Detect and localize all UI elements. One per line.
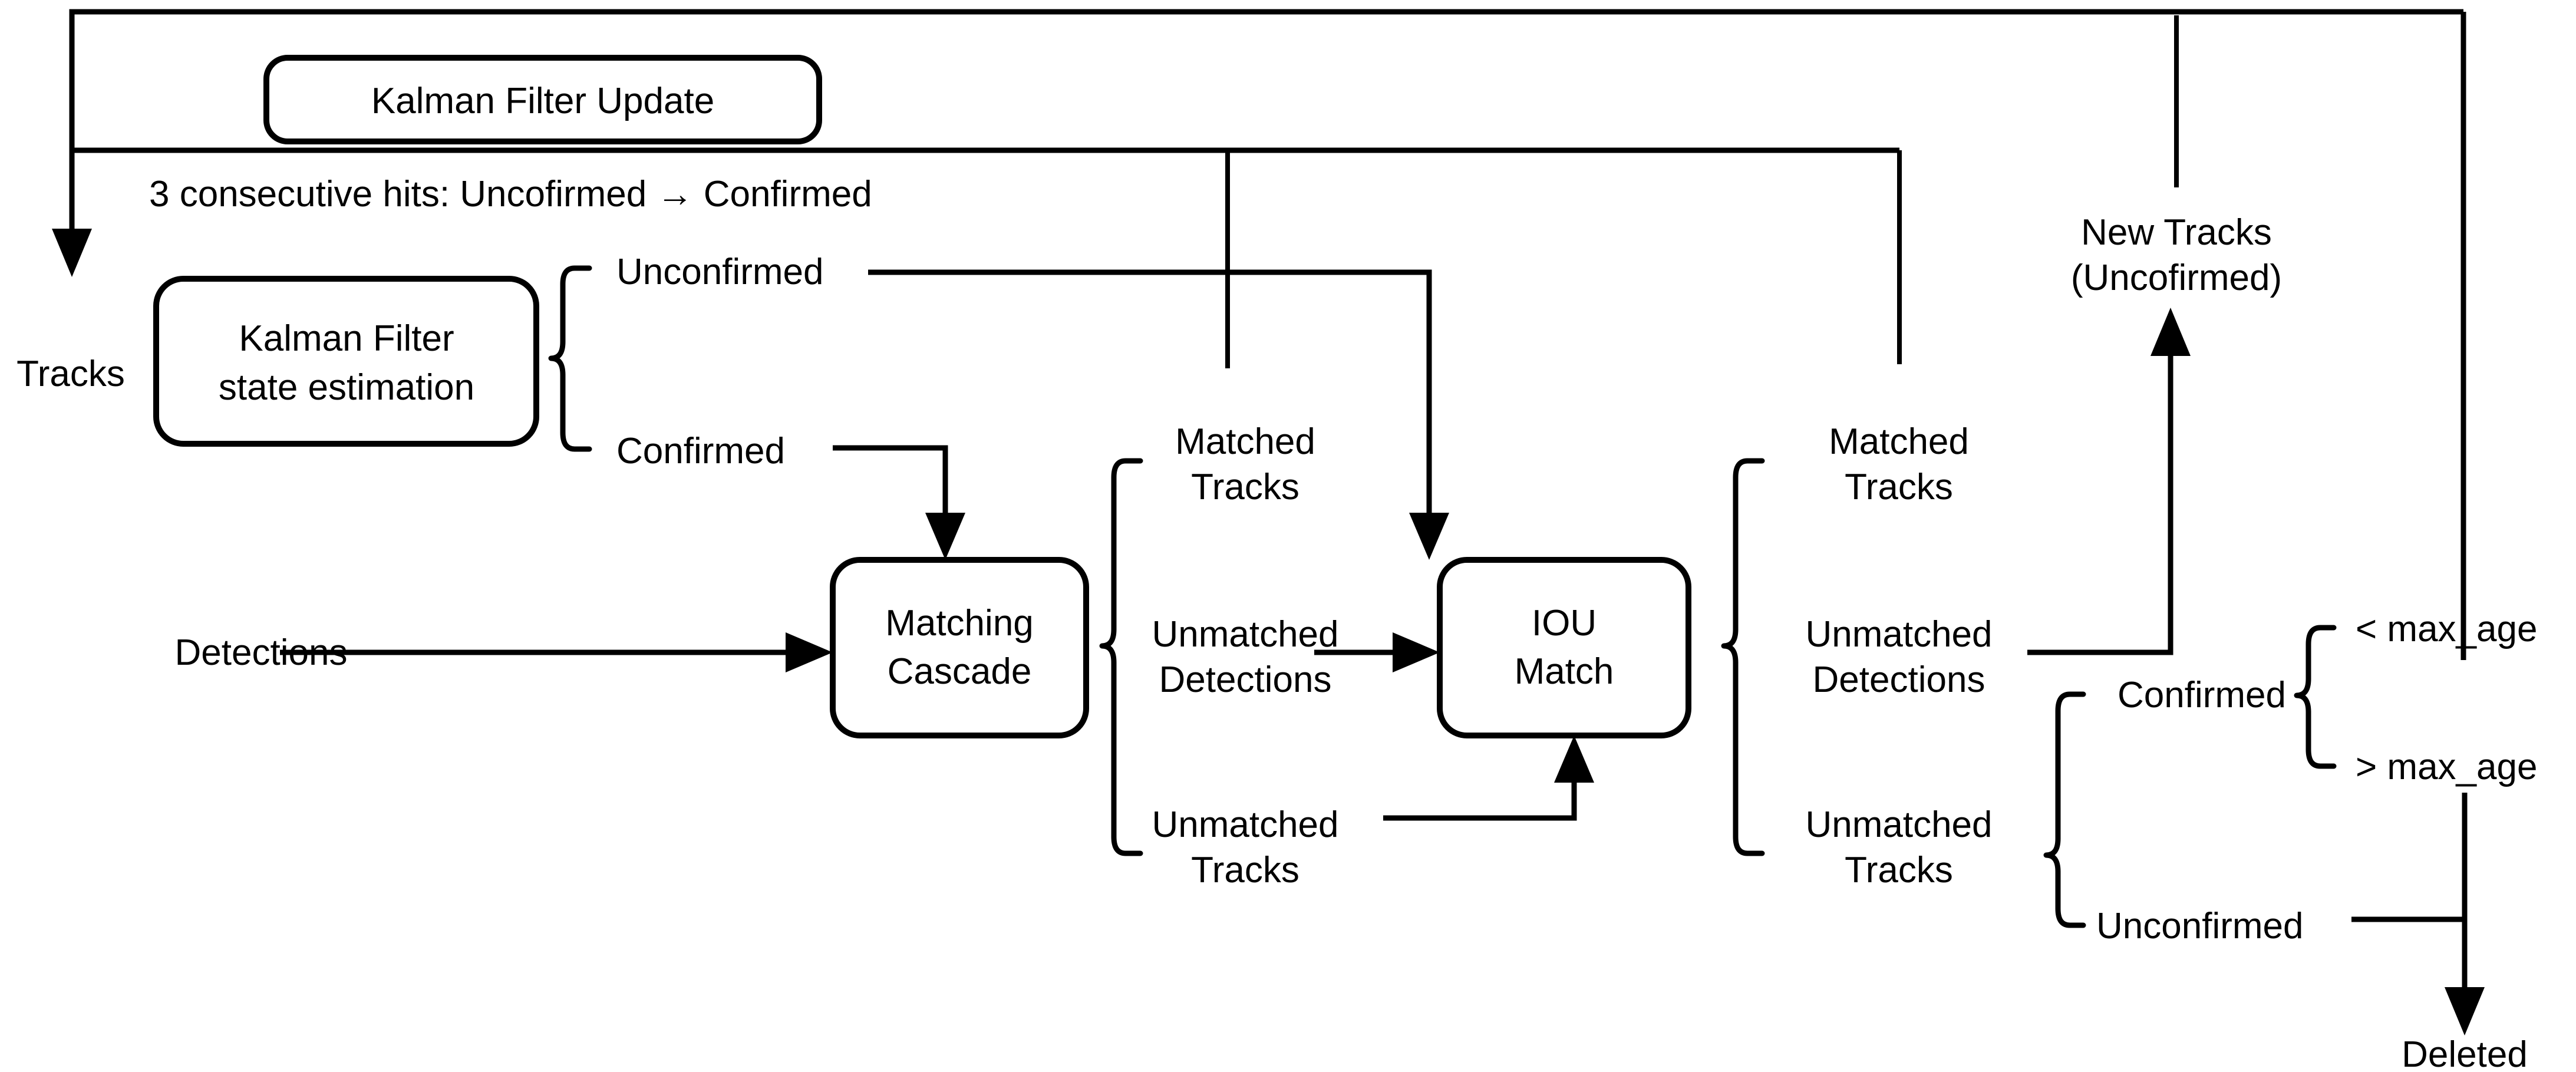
node-matching-cascade[interactable]: [830, 557, 1089, 738]
iou-unmatched-detections-line1: Unmatched: [1805, 614, 1992, 655]
edge-unmatched-det-to-new-tracks: [2027, 354, 2173, 655]
iou-unmatched-tracks-line1: Unmatched: [1805, 804, 1992, 845]
node-iou-match-line2: Match: [1515, 651, 1614, 692]
iou-matched-tracks-line2: Tracks: [1845, 467, 1953, 507]
cascade-matched-tracks-line2: Tracks: [1191, 467, 1299, 507]
cascade-matched-tracks-line1: Matched: [1175, 421, 1315, 462]
brace-unmatched-tracks-state: [2043, 691, 2086, 928]
iou-unmatched-tracks-line2: Tracks: [1845, 850, 1953, 890]
promotion-rule-label: 3 consecutive hits: Uncofirmed → Confirm…: [149, 174, 872, 215]
arrowhead-deleted: [2445, 987, 2485, 1035]
arrowhead-tracks: [52, 229, 92, 277]
cascade-unmatched-tracks-line1: Unmatched: [1152, 804, 1338, 845]
arrowhead-iou-bottom: [1554, 735, 1594, 783]
iou-unmatched-detections-line2: Detections: [1813, 659, 1985, 700]
brace-max-age-split: [2294, 625, 2337, 769]
arrowhead-cascade-left: [786, 632, 833, 672]
brace-iou-outputs: [1721, 458, 1765, 856]
arrowhead-new-tracks: [2150, 308, 2191, 356]
node-kalman-state-line2: state estimation: [219, 367, 474, 408]
new-tracks-line1: New Tracks: [2081, 212, 2272, 253]
brace-cascade-outputs: [1099, 458, 1143, 856]
edge-unmatched-trk-to-iou: [1383, 779, 1577, 821]
lt-max-age-label: < max_age: [2356, 609, 2538, 649]
state-confirmed-label: Confirmed: [616, 431, 785, 471]
cascade-unmatched-tracks-line2: Tracks: [1191, 850, 1299, 890]
gt-max-age-label: > max_age: [2356, 747, 2538, 787]
edge-confirmed-to-cascade: [833, 445, 948, 514]
edge-top-loop: [69, 9, 2463, 230]
arrowhead-iou-top: [1409, 513, 1449, 560]
cascade-unmatched-detections-line2: Detections: [1159, 659, 1332, 700]
brace-track-state: [548, 265, 592, 452]
node-matching-cascade-line2: Cascade: [888, 651, 1032, 692]
node-kalman-state-estimation[interactable]: [153, 276, 539, 447]
state-unconfirmed-label: Unconfirmed: [616, 252, 823, 292]
node-iou-match-line1: IOU: [1532, 603, 1597, 644]
arrowhead-cascade-top: [925, 513, 965, 560]
age-unconfirmed-label: Unconfirmed: [2096, 906, 2303, 946]
age-confirmed-label: Confirmed: [2117, 675, 2286, 715]
deleted-label: Deleted: [2402, 1034, 2528, 1072]
node-kalman-filter-update-label: Kalman Filter Update: [371, 81, 714, 121]
tracks-label: Tracks: [17, 354, 125, 394]
edge-unconfirmed-to-iou: [868, 269, 1432, 514]
new-tracks-line2: (Uncofirmed): [2071, 258, 2282, 298]
node-kalman-filter-update[interactable]: [263, 55, 822, 144]
node-kalman-state-line1: Kalman Filter: [239, 318, 454, 359]
arrowhead-iou-left: [1393, 632, 1440, 672]
iou-matched-tracks-line1: Matched: [1829, 421, 1969, 462]
node-iou-match[interactable]: [1437, 557, 1691, 738]
cascade-unmatched-detections-line1: Unmatched: [1152, 614, 1338, 655]
node-matching-cascade-line1: Matching: [885, 603, 1034, 644]
